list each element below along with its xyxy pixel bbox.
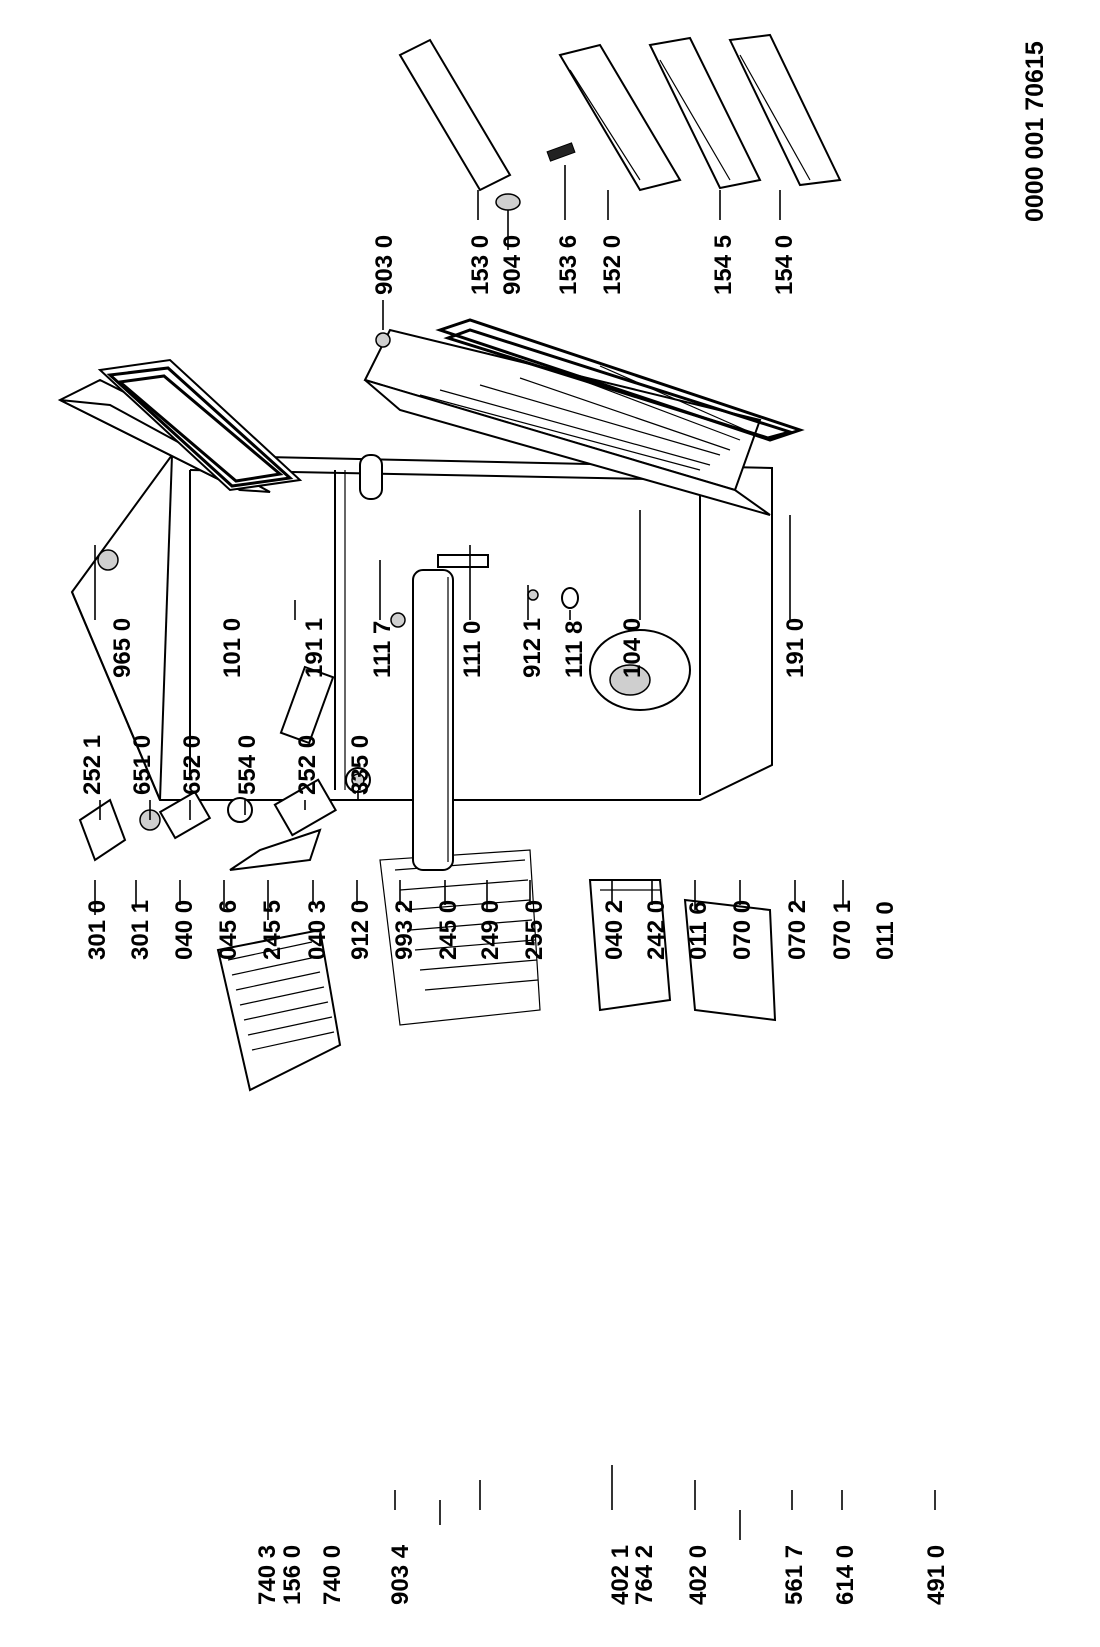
- label-040-3: 040 3: [304, 900, 331, 960]
- label-965-0: 965 0: [109, 618, 136, 678]
- label-111-0: 111 0: [459, 621, 486, 678]
- leader-lines: [94, 165, 936, 1540]
- label-111-8: 111 8: [561, 621, 588, 678]
- label-154-5: 154 5: [710, 235, 737, 295]
- label-040-2: 040 2: [601, 900, 628, 960]
- label-153-0: 153 0: [467, 235, 494, 295]
- label-070-0: 070 0: [729, 900, 756, 960]
- label-903-4: 903 4: [387, 1544, 414, 1605]
- label-614-0: 614 0: [832, 1545, 859, 1605]
- label-104-0: 104 0: [619, 618, 646, 678]
- label-904-0: 904 0: [499, 235, 526, 295]
- label-335-0: 335 0: [347, 735, 374, 795]
- label-011-6: 011 6: [685, 901, 712, 960]
- label-040-0: 040 0: [171, 900, 198, 960]
- label-561-7: 561 7: [781, 1545, 808, 1605]
- label-111-7: 111 7: [369, 621, 396, 678]
- label-249-0: 249 0: [477, 900, 504, 960]
- label-152-0: 152 0: [599, 235, 626, 295]
- label-154-0: 154 0: [771, 235, 798, 295]
- label-402-0: 402 0: [685, 1545, 712, 1605]
- label-740-3: 740 3: [254, 1545, 281, 1605]
- label-252-0: 252 0: [294, 735, 321, 795]
- main-door-drawing: [363, 318, 805, 516]
- cabinet-drawing: [70, 453, 777, 1092]
- label-070-2: 070 2: [784, 900, 811, 960]
- part-labels: 301 0 301 1 040 0 045 6 245 5 040 3 912 …: [79, 235, 950, 1605]
- freezer-door-drawing: [57, 358, 303, 493]
- label-011-0: 011 0: [872, 901, 899, 960]
- label-252-1: 252 1: [79, 735, 106, 795]
- document-number: 0000 001 70615: [1021, 41, 1049, 222]
- label-245-5: 245 5: [259, 900, 286, 960]
- label-651-0: 651 0: [129, 735, 156, 795]
- label-191-1: 191 1: [301, 618, 328, 678]
- label-242-0: 242 0: [643, 900, 670, 960]
- label-903-0: 903 0: [371, 235, 398, 295]
- thermostat-group-drawing: [78, 767, 371, 871]
- label-045-6: 045 6: [215, 900, 242, 960]
- label-191-0: 191 0: [782, 618, 809, 678]
- label-255-0: 255 0: [521, 900, 548, 960]
- label-764-2: 764 2: [631, 1545, 658, 1605]
- label-652-0: 652 0: [179, 735, 206, 795]
- label-993-2: 993 2: [391, 900, 418, 960]
- label-912-1: 912 1: [519, 618, 546, 678]
- label-491-0: 491 0: [923, 1545, 950, 1605]
- label-554-0: 554 0: [234, 735, 261, 795]
- label-402-1: 402 1: [607, 1545, 634, 1605]
- label-153-6: 153 6: [555, 235, 582, 295]
- label-245-0: 245 0: [435, 900, 462, 960]
- door-racks-drawing: [97, 33, 842, 609]
- label-156-0: 156 0: [279, 1545, 306, 1605]
- label-070-1: 070 1: [829, 900, 856, 960]
- label-740-0: 740 0: [319, 1545, 346, 1605]
- label-912-0: 912 0: [347, 900, 374, 960]
- label-301-1: 301 1: [127, 900, 154, 960]
- label-301-0: 301 0: [84, 900, 111, 960]
- label-101-0: 101 0: [219, 618, 246, 678]
